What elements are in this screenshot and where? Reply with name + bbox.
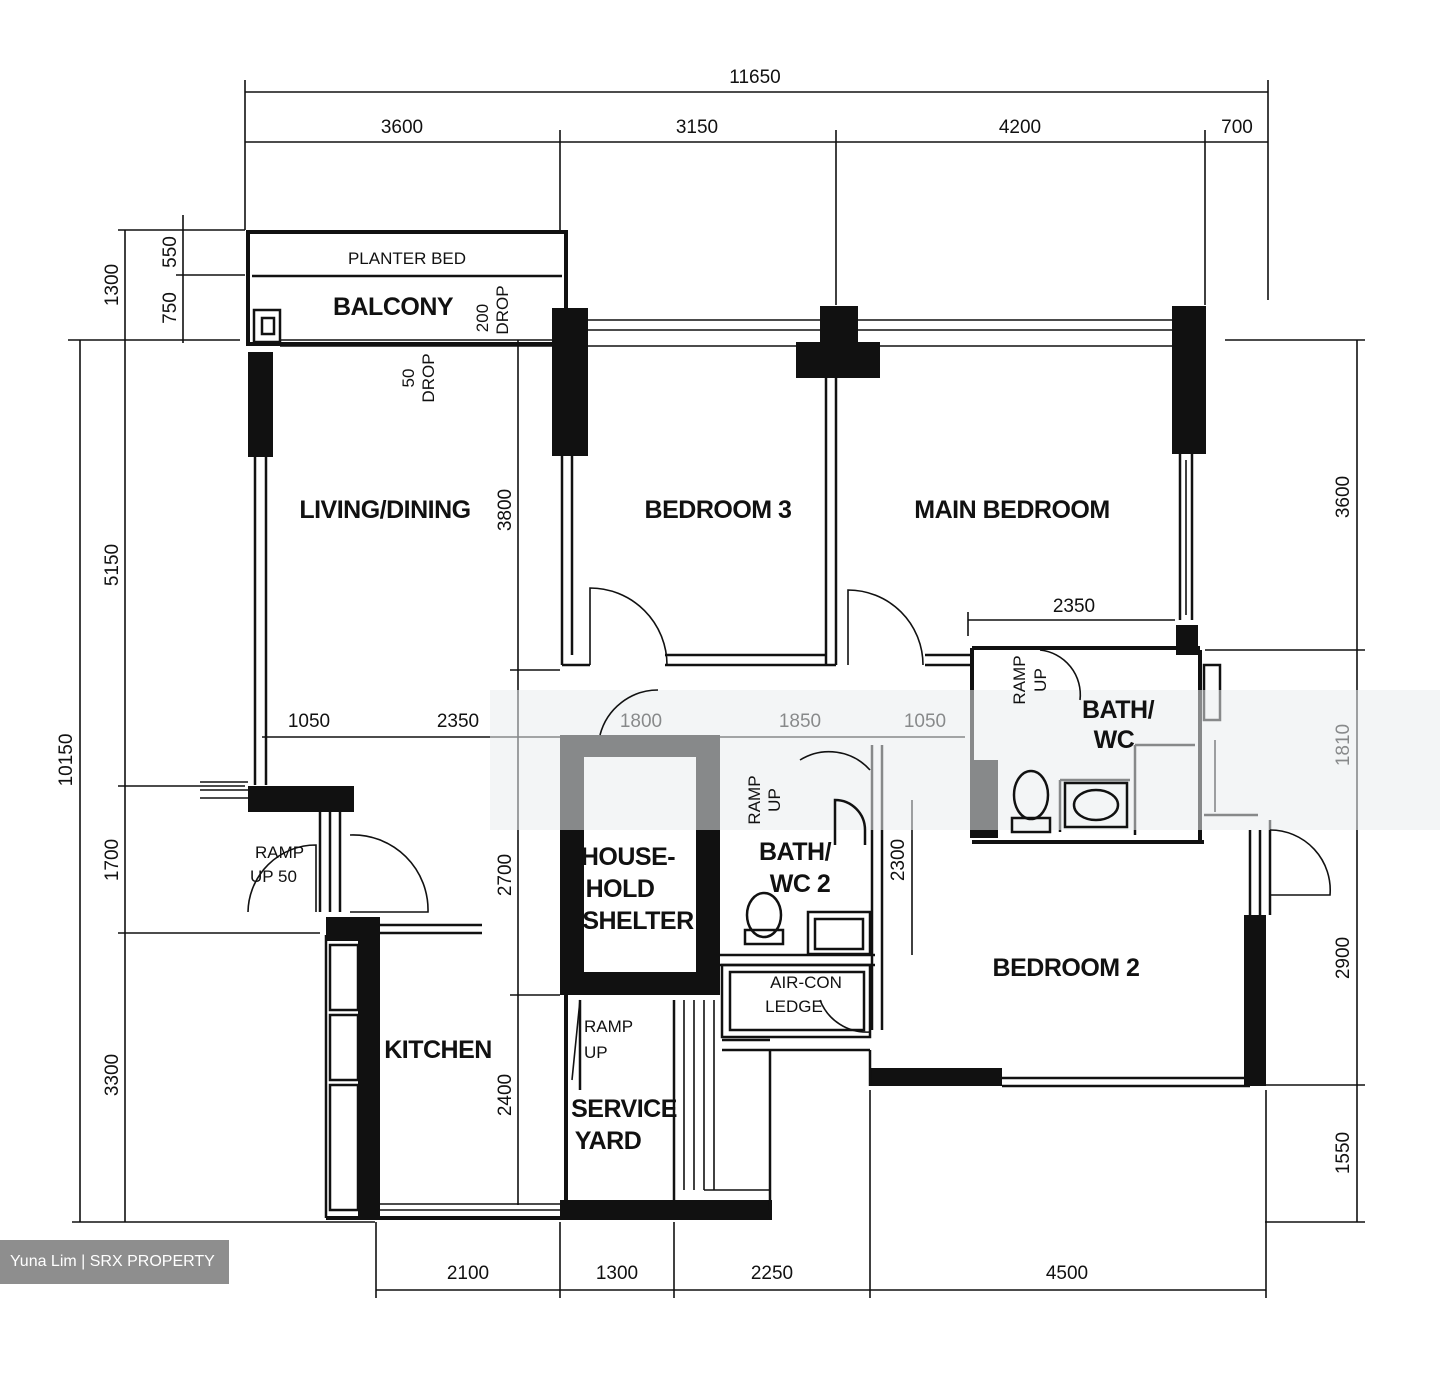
dim-kitchen-lower: 2400 <box>495 1074 516 1116</box>
label-bath-wc-line2: WC <box>1094 726 1135 754</box>
dim-living-height: 3800 <box>495 489 516 531</box>
dim-bottom-3: 2250 <box>751 1263 793 1284</box>
note-ramp-bath-2: UP <box>765 788 784 812</box>
basin-icon <box>1063 781 1129 829</box>
door-swing-aircon <box>819 999 871 1033</box>
room-labels: PLANTER BED BALCONY LIVING/DINING BEDROO… <box>299 249 1155 1155</box>
dim-bath2-height: 2300 <box>888 839 909 881</box>
note-drop-200: DROP <box>493 285 512 334</box>
label-main-bedroom: MAIN BEDROOM <box>914 496 1109 524</box>
annotations: 200 DROP 50 DROP RAMP UP 50 RAMP UP RAMP… <box>250 285 1050 1062</box>
dim-bottom-1: 2100 <box>447 1263 489 1284</box>
dimension-labels: 11650 3600 3150 4200 700 10150 1300 5150… <box>56 67 1354 1284</box>
label-aircon-line2: LEDGE <box>765 997 823 1016</box>
note-ramp-entry-2: UP 50 <box>250 867 297 886</box>
label-bedroom-3: BEDROOM 3 <box>645 496 792 524</box>
note-200: 200 <box>473 304 492 332</box>
dim-corridor-a: 1050 <box>288 711 330 732</box>
label-living-dining: LIVING/DINING <box>299 496 470 524</box>
note-ramp-bath-1: RAMP <box>745 775 764 824</box>
dim-kitchen-upper: 2700 <box>495 854 516 896</box>
door-swing-bath2 <box>799 750 871 771</box>
toilet-icon <box>743 891 785 946</box>
door-swing-main-bedroom <box>847 589 924 666</box>
label-shelter-line2: HOLD <box>586 875 655 903</box>
note-ramp-yard-1: RAMP <box>584 1017 633 1036</box>
dim-main-bath-width: 2350 <box>1053 596 1095 617</box>
dim-bottom-2: 1300 <box>596 1263 638 1284</box>
label-bath-wc2-line1: BATH/ <box>759 838 832 866</box>
note-ramp-yard-2: UP <box>584 1043 608 1062</box>
label-kitchen: KITCHEN <box>384 1036 492 1064</box>
label-balcony: BALCONY <box>333 293 454 321</box>
toilet-icon-main <box>1010 769 1052 834</box>
dim-left-1300: 1300 <box>102 264 123 306</box>
dim-corridor-b: 2350 <box>437 711 479 732</box>
label-planter-bed: PLANTER BED <box>348 249 466 268</box>
doors <box>247 587 1331 1081</box>
label-aircon-line1: AIR-CON <box>770 973 842 992</box>
dim-top-3: 4200 <box>999 117 1041 138</box>
dim-top-4: 700 <box>1221 117 1253 138</box>
dim-left-3300: 3300 <box>102 1054 123 1096</box>
dim-right-1550: 1550 <box>1333 1132 1354 1174</box>
door-swing-bedroom3 <box>589 587 668 666</box>
blurred-band <box>490 690 1440 830</box>
door-swing-entry <box>349 834 429 913</box>
dim-bottom-4: 4500 <box>1046 1263 1088 1284</box>
note-ramp-main-2: UP <box>1031 668 1050 692</box>
fixtures <box>743 769 1129 946</box>
label-service-yard-line1: SERVICE <box>571 1095 677 1123</box>
door-swing-bedroom2 <box>1269 829 1331 896</box>
basin-icon-bath2 <box>833 798 867 845</box>
dim-top-total: 11650 <box>729 67 780 88</box>
dim-left-1700: 1700 <box>102 839 123 881</box>
dim-top-1: 3600 <box>381 117 423 138</box>
dim-left-550: 550 <box>160 236 181 268</box>
dim-right-2900: 2900 <box>1333 937 1354 979</box>
label-service-yard-line2: YARD <box>575 1127 642 1155</box>
dim-right-3600: 3600 <box>1333 476 1354 518</box>
label-shelter-line3: SHELTER <box>582 907 694 935</box>
dim-left-5150: 5150 <box>102 544 123 586</box>
label-bath-wc2-line2: WC 2 <box>770 870 831 898</box>
dimension-lines <box>68 80 1365 1298</box>
label-bath-wc-line1: BATH/ <box>1082 696 1155 724</box>
door-swing-shelter <box>599 689 659 736</box>
note-50: 50 <box>399 369 418 388</box>
dim-top-2: 3150 <box>676 117 718 138</box>
door-swing-entry-small <box>247 844 317 913</box>
note-ramp-main-1: RAMP <box>1010 655 1029 704</box>
door-swing-main-bath <box>1039 649 1082 701</box>
label-bedroom-2: BEDROOM 2 <box>993 954 1140 982</box>
door-swing-yard <box>571 999 581 1081</box>
note-drop-50: DROP <box>419 353 438 402</box>
dim-left-750: 750 <box>160 292 181 324</box>
dim-left-outer: 10150 <box>56 734 77 787</box>
label-shelter-line1: HOUSE- <box>581 843 675 871</box>
watermark-label: Yuna Lim | SRX PROPERTY <box>0 1240 229 1284</box>
note-ramp-entry-1: RAMP <box>255 843 304 862</box>
